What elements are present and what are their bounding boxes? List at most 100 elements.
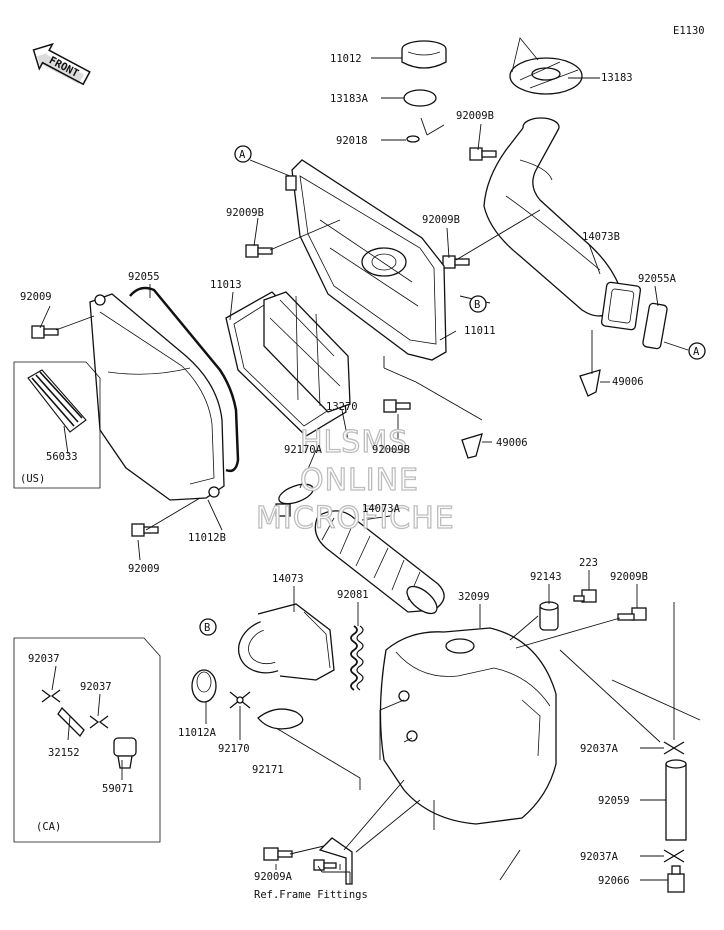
part-label: 92009B (422, 214, 460, 226)
clamp-92037a-icon (663, 849, 685, 863)
pipe-32152-icon (57, 706, 85, 738)
hose-92059-icon (665, 759, 687, 841)
part-label: 92037A (580, 851, 619, 863)
label-56033-icon (27, 369, 87, 433)
svg-text:A: A (239, 149, 246, 161)
us-region-box: (US) (13, 361, 101, 489)
part-label: 49006 (612, 376, 644, 388)
front-arrow-icon: FRONT (32, 42, 91, 86)
clamp-92037-icon (89, 715, 109, 729)
part-label: 92009 (128, 563, 160, 575)
part-labels: 11012 13183A 92018 13183 92009B 92009B 9… (20, 53, 677, 887)
part-label: 56033 (46, 451, 78, 463)
part-label: 92055A (638, 273, 677, 285)
part-label: 92059 (598, 795, 630, 807)
part-label: 11011 (464, 325, 496, 337)
bracket-icon (318, 837, 353, 885)
part-label: 92009B (610, 571, 648, 583)
part-label: 14073 (272, 573, 304, 585)
bolt-92009a-icon (263, 847, 293, 861)
part-label: 32099 (458, 591, 490, 603)
bolt-92009b-icon (442, 255, 470, 269)
part-label: 92009 (20, 291, 52, 303)
cap-11012-icon (401, 40, 447, 69)
screw-223-icon (573, 589, 597, 603)
part-label: 13270 (326, 401, 358, 413)
bolt-92009b-icon (617, 607, 647, 621)
part-label: 92171 (252, 764, 284, 776)
svg-text:MICROFICHE: MICROFICHE (256, 501, 455, 536)
duct-14073b-icon (483, 117, 642, 331)
tank-32099-icon (379, 627, 557, 825)
part-label: 92009B (226, 207, 264, 219)
part-label: 32152 (48, 747, 80, 759)
bolt-92009b-icon (245, 244, 273, 258)
plug-92066-icon (667, 865, 685, 893)
cover-13183-icon (509, 37, 583, 95)
adapter-14073-icon (237, 603, 335, 681)
collar-92143-icon (539, 601, 559, 631)
airbox-housing-11011-icon (285, 159, 447, 361)
part-label: 92009B (456, 110, 494, 122)
part-label: 92081 (337, 589, 369, 601)
bolt-92009-icon (31, 325, 59, 339)
part-label: 92055 (128, 271, 160, 283)
part-label: 92170 (218, 743, 250, 755)
marker-a: A (688, 342, 706, 360)
gasket-92055a-icon (642, 302, 668, 350)
part-label: 92170A (284, 444, 323, 456)
watermark: HLSMS ONLINE MICROFICHE (255, 424, 455, 536)
bolt-92009-icon (131, 523, 159, 537)
part-label: 49006 (496, 437, 528, 449)
part-label: 11012B (188, 532, 226, 544)
cover-11012b-icon (89, 293, 225, 501)
valve-59071-icon (113, 737, 137, 769)
svg-text:HLSMS: HLSMS (300, 425, 408, 460)
boot-14073a-icon (314, 510, 445, 615)
part-label: 14073B (582, 231, 620, 243)
marker-b: B (199, 618, 217, 636)
diagram-code: E1130 (673, 25, 705, 37)
marker-b: B (469, 295, 487, 313)
plate-13183a-icon (403, 89, 437, 107)
part-label: 92037 (80, 681, 112, 693)
us-label: (US) (20, 473, 45, 485)
part-label: 11012A (178, 727, 217, 739)
part-label: 92037A (580, 743, 619, 755)
ref-frame-label: Ref.Frame Fittings (254, 889, 368, 901)
svg-text:A: A (693, 346, 700, 358)
filter-frame-13270-icon (263, 291, 351, 413)
part-label: 92009B (372, 444, 410, 456)
spring-92081-icon (350, 625, 364, 691)
part-label: 13183 (601, 72, 633, 84)
clamp-92037a-icon (663, 741, 685, 755)
bolt-92009b-icon (383, 399, 411, 413)
clip-92170-icon (229, 691, 251, 709)
grommet-11012a-icon (191, 669, 217, 703)
clamp-92037-icon (41, 689, 61, 703)
svg-text:B: B (204, 622, 210, 634)
clamp-92170a-icon (275, 483, 314, 517)
washer-92018-icon (406, 135, 420, 143)
svg-text:B: B (474, 299, 480, 311)
leader-lines (39, 57, 701, 884)
part-label: 92018 (336, 135, 368, 147)
bolt-92009b-icon (469, 147, 497, 161)
bolt-icon (313, 859, 337, 871)
part-label: 92009A (254, 871, 293, 883)
part-label: 59071 (102, 783, 134, 795)
part-label: 13183A (330, 93, 369, 105)
part-label: 92066 (598, 875, 630, 887)
part-label: 92143 (530, 571, 562, 583)
gasket-92055-icon (129, 286, 240, 473)
clamp-92171-icon (257, 708, 304, 730)
part-label: 11012 (330, 53, 362, 65)
svg-text:ONLINE: ONLINE (300, 463, 419, 498)
ca-label: (CA) (36, 821, 61, 833)
ca-region-box: (CA) (13, 637, 161, 843)
part-label: 223 (579, 557, 598, 569)
clip-49006-icon (461, 433, 483, 459)
part-label: 11013 (210, 279, 242, 291)
part-label: 14073A (362, 503, 401, 515)
